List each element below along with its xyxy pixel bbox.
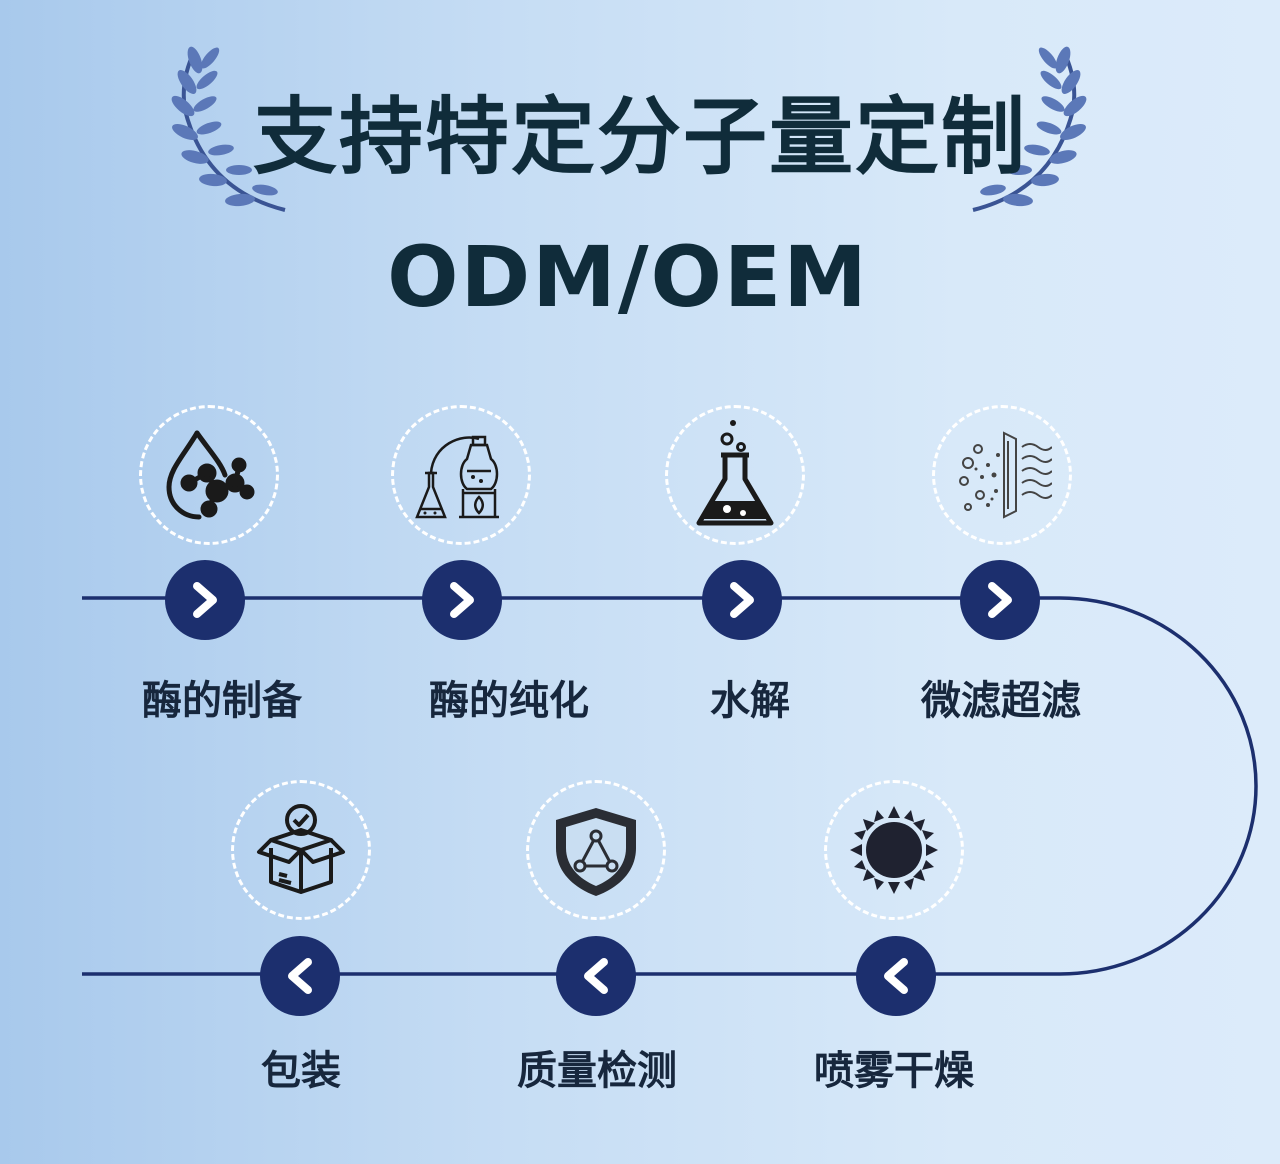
- step-label-spray-dry: 喷雾干燥: [814, 1048, 974, 1094]
- page-subtitle: ODM/OEM: [387, 228, 869, 326]
- chevron-right-icon: [193, 582, 217, 618]
- step-label-enzyme-purify: 酶的纯化: [429, 678, 589, 724]
- chevron-right-icon: [730, 582, 754, 618]
- step-6-next-button[interactable]: [556, 936, 636, 1016]
- step-packaging-icon-frame: [231, 780, 371, 920]
- step-1-next-button[interactable]: [165, 560, 245, 640]
- flask-icon: [696, 420, 774, 526]
- step-5-next-button[interactable]: [856, 936, 936, 1016]
- shield-network-icon: [556, 808, 636, 896]
- step-quality-icon-frame: [526, 780, 666, 920]
- chevron-left-icon: [884, 958, 908, 994]
- chevron-left-icon: [288, 958, 312, 994]
- package-check-icon: [257, 804, 345, 894]
- step-enzyme-prep-icon-frame: [139, 405, 279, 545]
- step-label-packaging: 包装: [261, 1048, 341, 1094]
- page-title: 支持特定分子量定制: [252, 88, 1027, 186]
- step-spray-dry-icon-frame: [824, 780, 964, 920]
- step-enzyme-purify-icon-frame: [391, 405, 531, 545]
- step-2-next-button[interactable]: [422, 560, 502, 640]
- step-label-filtration: 微滤超滤: [921, 678, 1081, 724]
- laurel-right-icon: [972, 46, 1087, 212]
- sun-icon: [850, 806, 938, 894]
- step-label-quality: 质量检测: [517, 1048, 677, 1094]
- molecule-drop-icon: [166, 430, 255, 520]
- step-label-hydrolysis: 水解: [710, 678, 790, 724]
- filter-icon: [959, 431, 1052, 519]
- chevron-right-icon: [988, 582, 1012, 618]
- step-4-next-button[interactable]: [960, 560, 1040, 640]
- step-filtration-icon-frame: [932, 405, 1072, 545]
- step-hydrolysis-icon-frame: [665, 405, 805, 545]
- laurel-left-icon: [171, 46, 286, 212]
- chevron-left-icon: [584, 958, 608, 994]
- step-label-enzyme-prep: 酶的制备: [142, 678, 302, 724]
- step-3-next-button[interactable]: [702, 560, 782, 640]
- chevron-right-icon: [450, 582, 474, 618]
- step-7-next-button[interactable]: [260, 936, 340, 1016]
- lab-equipment-icon: [415, 435, 499, 519]
